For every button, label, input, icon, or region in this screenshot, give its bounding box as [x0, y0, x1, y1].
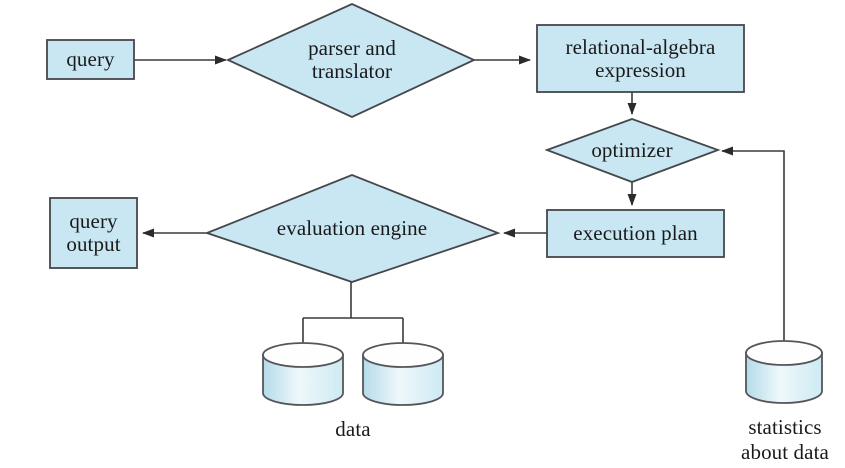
- line-statistics-to-optimizer: [721, 146, 785, 342]
- execution-plan-box-shape: [546, 209, 725, 258]
- optimizer-diamond-shape: [544, 118, 721, 183]
- evaluation-engine-diamond-shape: [204, 174, 501, 283]
- parser-translator-diamond-shape: [225, 3, 477, 118]
- line-evaluation-engine-to-data-stores: [302, 282, 404, 344]
- query-output-box-shape: [49, 197, 138, 269]
- data-cylinder-right: [362, 342, 444, 406]
- data-cylinder-left: [262, 342, 344, 406]
- statistics-cylinder: [745, 340, 823, 404]
- query-box-shape: [46, 39, 135, 80]
- relational-algebra-box-shape: [536, 24, 745, 93]
